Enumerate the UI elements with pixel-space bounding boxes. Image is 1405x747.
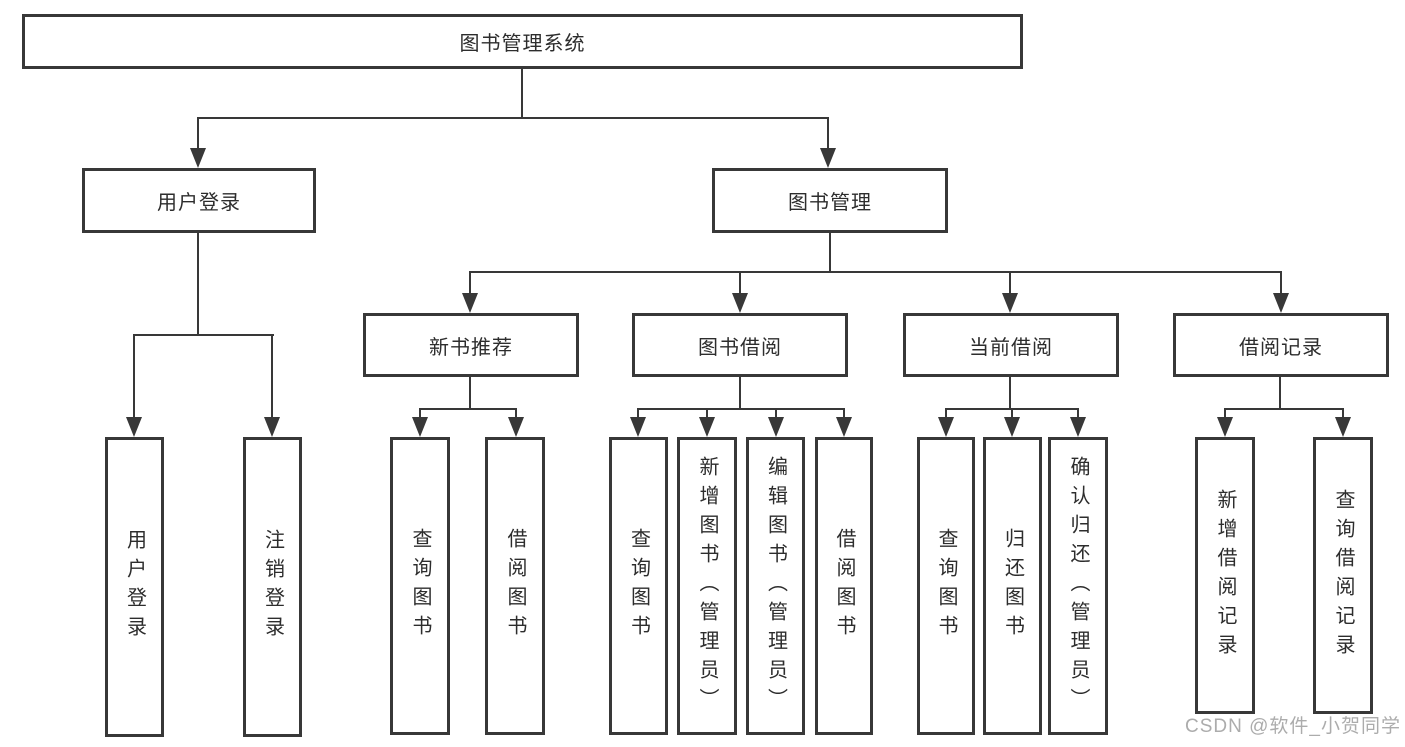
connector-records-stem — [1279, 377, 1281, 409]
node-cu-return-books-label: 归还图书 — [1001, 528, 1024, 644]
node-leaf-user-login: 用户登录 — [105, 437, 164, 737]
connector-arrow-user-login — [190, 117, 206, 168]
connector-root-branch — [197, 117, 829, 119]
node-nb-borrow-books-label: 借阅图书 — [504, 528, 526, 644]
node-bw-query-books: 查询图书 — [609, 437, 668, 735]
connector-arrow-rc-add — [1217, 408, 1233, 437]
connector-arrow-bw-borrow — [836, 408, 852, 437]
watermark-text: CSDN @软件_小贺同学 — [1185, 716, 1401, 737]
node-bw-edit-books: 编辑图书（管理员） — [746, 437, 805, 735]
node-current-label: 当前借阅 — [969, 336, 1053, 359]
node-new-books-label: 新书推荐 — [429, 336, 513, 359]
node-cu-confirm-return-label: 确认归还（管理员） — [1067, 455, 1089, 717]
node-nb-query-books-label: 查询图书 — [409, 528, 431, 644]
connector-arrow-nb-borrow — [508, 408, 524, 437]
node-bw-add-books-label: 新增图书（管理员） — [696, 455, 718, 717]
node-user-login: 用户登录 — [82, 168, 316, 233]
connector-arrow-bw-query — [630, 408, 646, 437]
node-leaf-user-login-label: 用户登录 — [123, 529, 146, 645]
node-cu-query-books-label: 查询图书 — [935, 528, 957, 644]
node-bw-borrow-books: 借阅图书 — [815, 437, 873, 735]
node-bw-edit-books-label: 编辑图书（管理员） — [764, 455, 787, 717]
connector-user-login-stem — [197, 232, 199, 335]
node-records-label: 借阅记录 — [1239, 336, 1323, 359]
node-nb-borrow-books: 借阅图书 — [485, 437, 545, 735]
node-nb-query-books: 查询图书 — [390, 437, 450, 735]
node-root-label: 图书管理系统 — [459, 33, 586, 55]
node-rc-query-record: 查询借阅记录 — [1313, 437, 1373, 714]
node-cu-confirm-return: 确认归还（管理员） — [1048, 437, 1108, 735]
connector-records-branch — [1224, 408, 1344, 410]
node-current: 当前借阅 — [903, 313, 1119, 377]
connector-arrow-cu-confirm — [1070, 408, 1086, 437]
node-bw-query-books-label: 查询图书 — [627, 528, 650, 644]
node-leaf-logout-label: 注销登录 — [261, 529, 284, 645]
node-user-login-label: 用户登录 — [157, 192, 241, 214]
connector-arrow-leaf-logout — [264, 334, 280, 437]
connector-new-books-branch — [419, 408, 517, 410]
connector-borrowing-stem — [739, 377, 741, 409]
connector-arrow-rc-query — [1335, 408, 1351, 437]
connector-arrow-nb-query — [412, 408, 428, 437]
connector-arrow-new-books — [462, 271, 478, 313]
connector-arrow-leaf-user-login — [126, 334, 142, 437]
connector-current-stem — [1009, 377, 1011, 409]
node-borrowing-label: 图书借阅 — [698, 336, 782, 359]
connector-new-books-stem — [469, 377, 471, 409]
node-book-mgmt-label: 图书管理 — [788, 192, 872, 214]
node-new-books: 新书推荐 — [363, 313, 579, 377]
connector-book-mgmt-branch — [469, 271, 1282, 273]
connector-arrow-bw-edit — [768, 408, 784, 437]
node-book-mgmt: 图书管理 — [712, 168, 948, 233]
node-borrowing: 图书借阅 — [632, 313, 848, 377]
connector-arrow-cu-return — [1004, 408, 1020, 437]
connector-arrow-cu-query — [938, 408, 954, 437]
connector-arrow-current — [1002, 271, 1018, 313]
connector-book-mgmt-stem — [829, 232, 831, 273]
node-bw-borrow-books-label: 借阅图书 — [833, 528, 855, 644]
connector-arrow-borrowing — [732, 271, 748, 313]
node-bw-add-books: 新增图书（管理员） — [677, 437, 737, 735]
connector-borrowing-branch — [637, 408, 845, 410]
connector-user-login-branch — [133, 334, 274, 336]
node-cu-return-books: 归还图书 — [983, 437, 1042, 735]
node-leaf-logout: 注销登录 — [243, 437, 302, 737]
node-root: 图书管理系统 — [22, 14, 1023, 69]
node-rc-add-record-label: 新增借阅记录 — [1214, 488, 1236, 663]
node-rc-add-record: 新增借阅记录 — [1195, 437, 1255, 714]
connector-arrow-bw-add — [699, 408, 715, 437]
node-rc-query-record-label: 查询借阅记录 — [1332, 488, 1354, 663]
connector-root-stem — [521, 69, 523, 118]
node-cu-query-books: 查询图书 — [917, 437, 975, 735]
node-records: 借阅记录 — [1173, 313, 1389, 377]
connector-arrow-records — [1273, 271, 1289, 313]
connector-arrow-book-mgmt — [820, 117, 836, 168]
